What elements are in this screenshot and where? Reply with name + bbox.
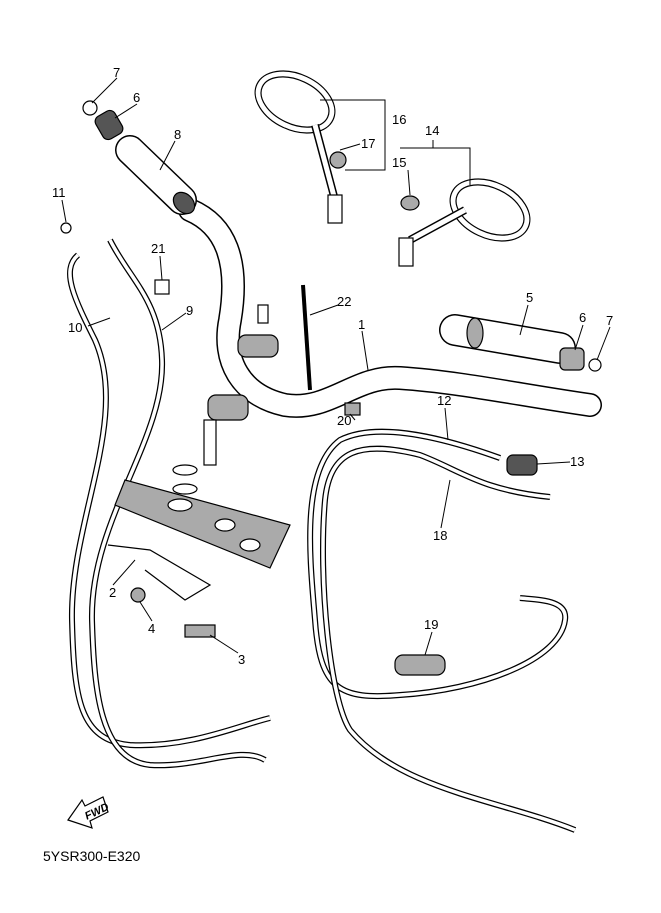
- callout-7: 7: [113, 65, 120, 80]
- callout-19: 19: [424, 617, 438, 632]
- mirror-right: [398, 178, 531, 267]
- bolt-11: [60, 222, 72, 234]
- callout-1: 1: [358, 317, 365, 332]
- leader-lines: [61, 77, 611, 656]
- callout-5: 5: [526, 290, 533, 305]
- callout-9: 9: [186, 303, 193, 318]
- diagram-code: 5YSR300-E320: [43, 848, 141, 864]
- screw-right: [588, 358, 602, 372]
- callout-6: 6: [133, 90, 140, 105]
- cable-tie: [301, 284, 312, 391]
- cable-guide: [107, 544, 212, 601]
- callout-18: 18: [433, 528, 447, 543]
- grip-end-left: [94, 109, 124, 141]
- callout-4: 4: [148, 621, 155, 636]
- cable-9: [88, 238, 267, 769]
- screw-left: [82, 100, 98, 116]
- fwd-arrow-icon: FWD: [67, 796, 111, 829]
- callout-7b: 7: [606, 313, 613, 328]
- callout-21: 21: [151, 241, 165, 256]
- callout-13: 13: [570, 454, 584, 469]
- callout-15: 15: [392, 155, 406, 170]
- callout-16: 16: [392, 112, 406, 127]
- callout-3: 3: [238, 652, 245, 667]
- callout-10: 10: [68, 320, 82, 335]
- callout-11: 11: [52, 185, 66, 200]
- callout-17: 17: [361, 136, 375, 151]
- nut: [130, 587, 146, 603]
- clamp-3: [184, 624, 216, 638]
- mirror-left: [254, 70, 347, 224]
- callout-8: 8: [174, 127, 181, 142]
- left-grip: [115, 135, 197, 215]
- cable-12: [307, 428, 569, 700]
- clamp-20: [344, 402, 361, 416]
- cable-holder-19: [394, 654, 446, 676]
- callout-14: 14: [425, 123, 439, 138]
- handlebar: [178, 198, 602, 418]
- callout-22: 22: [337, 294, 351, 309]
- right-grip: [439, 314, 576, 364]
- callout-20: 20: [337, 413, 351, 428]
- cable-18: [319, 445, 577, 833]
- callout-6b: 6: [579, 310, 586, 325]
- handlebar-holder: [172, 304, 279, 495]
- upper-bracket: [114, 479, 291, 569]
- clamp-21: [154, 279, 170, 295]
- adjuster-13: [506, 454, 538, 476]
- callout-12: 12: [437, 393, 451, 408]
- grip-end-right: [559, 347, 585, 371]
- callout-2: 2: [109, 585, 116, 600]
